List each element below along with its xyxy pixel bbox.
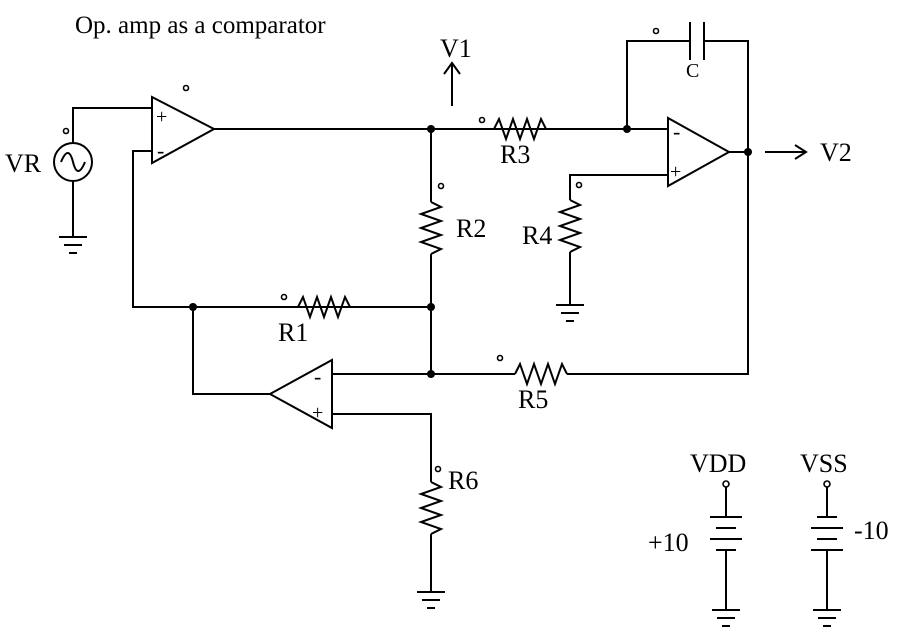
battery-icon	[811, 516, 843, 551]
opamp-icon	[151, 95, 217, 165]
opamp-1-plus: +	[156, 106, 167, 128]
diagram-title: Op. amp as a comparator	[75, 12, 326, 39]
opamp-1-minus: -	[157, 138, 164, 163]
vdd-supply: VDD +10	[648, 449, 746, 627]
ground-icon	[556, 304, 584, 322]
r4-label: R4	[522, 221, 552, 250]
ground-icon	[813, 609, 841, 627]
ground-icon	[59, 236, 87, 254]
r5-resistor: R5	[431, 152, 749, 414]
opamp-icon	[667, 116, 732, 188]
r2-label: R2	[456, 214, 486, 243]
arrow-icon	[443, 61, 461, 106]
r5-label: R5	[518, 385, 548, 414]
vss-label: VSS	[800, 449, 848, 478]
capacitor-icon	[689, 22, 705, 60]
opamp-2: - +	[569, 116, 752, 200]
r1-label: R1	[278, 318, 308, 347]
opamp-3: - +	[192, 307, 432, 482]
opamp-2-plus: +	[670, 161, 681, 183]
v2-marker: V2	[765, 138, 852, 167]
v1-marker: V1	[427, 34, 472, 133]
v2-label: V2	[820, 138, 852, 167]
resistor-icon	[556, 199, 584, 253]
opamp-1: + -	[132, 84, 627, 308]
r1-resistor: R1	[189, 293, 351, 347]
vdd-value: +10	[648, 528, 689, 557]
resistor-icon	[417, 481, 445, 535]
r3-resistor: R3	[478, 115, 631, 169]
r2-resistor: R2	[417, 129, 486, 378]
resistor-icon	[493, 115, 547, 143]
c-label: C	[686, 60, 699, 82]
opamp-icon	[267, 358, 333, 430]
r6-label: R6	[448, 466, 478, 495]
r3-label: R3	[500, 140, 530, 169]
vdd-label: VDD	[690, 449, 746, 478]
resistor-icon	[514, 360, 568, 388]
ground-icon	[712, 609, 740, 627]
ground-icon	[417, 591, 445, 609]
vss-value: -10	[854, 516, 889, 545]
v1-label: V1	[440, 34, 472, 63]
vr-label: VR	[5, 149, 42, 178]
vss-supply: VSS -10	[800, 449, 889, 627]
resistor-icon	[297, 293, 351, 321]
battery-icon	[710, 516, 742, 551]
resistor-icon	[417, 201, 445, 255]
vr-source: VR	[5, 107, 152, 254]
opamp-2-minus: -	[673, 119, 680, 144]
r4-resistor: R4	[522, 181, 584, 322]
opamp-3-minus: -	[314, 364, 321, 389]
r6-resistor: R6	[417, 465, 478, 609]
arrow-icon	[765, 144, 808, 160]
c-capacitor: C	[626, 22, 749, 152]
opamp-3-plus: +	[312, 402, 323, 424]
